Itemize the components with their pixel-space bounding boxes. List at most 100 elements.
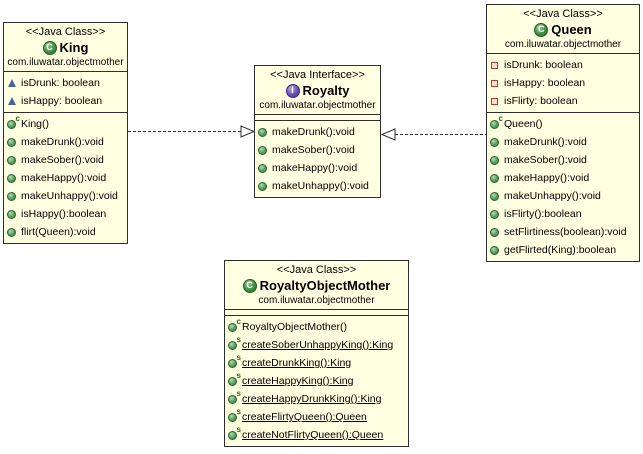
public-method-icon [490,244,501,256]
package-field-icon [7,77,18,89]
realization-arrow-queen-royalty [380,128,486,141]
member-label: makeSober():void [272,144,355,156]
member-row: makeHappy():void [487,169,639,187]
member-row: getFlirted(King):boolean [487,241,639,259]
member-label: makeSober():void [21,154,104,166]
member-label: makeUnhappy():void [21,190,118,202]
class-name-row: C King [6,39,125,56]
package-name: com.iluwatar.objectmother [259,100,376,111]
public-method-icon [490,190,501,202]
class-name: RoyaltyObjectMother [259,278,391,293]
static-method-icon: s [228,390,241,405]
interface-icon: I [285,83,300,98]
member-label: makeHappy():void [21,172,107,184]
member-label: isDrunk: boolean [21,77,100,89]
member-label: createHappyDrunkKing():King [242,393,382,405]
member-row: makeHappy():void [4,169,127,187]
class-box-royalty[interactable]: <<Java Interface>> I Royalty com.iluwata… [254,65,381,198]
member-label: isFlirty():boolean [504,208,582,220]
member-row: isFlirty():boolean [487,205,639,223]
member-row: makeDrunk():void [487,133,639,151]
realization-arrow-king-royalty [128,125,256,138]
private-field-icon [490,95,501,107]
stereotype-label: <<Java Interface>> [270,69,365,81]
member-label: isHappy: boolean [504,77,586,89]
member-label: createDrunkKing():King [242,357,352,369]
member-row: makeSober():void [487,151,639,169]
member-row: isHappy():boolean [4,205,127,223]
public-method-icon [7,226,18,238]
class-icon: C [534,22,549,37]
static-method-icon: s [228,408,241,423]
package-name: com.iluwatar.objectmother [258,295,375,306]
member-label: isDrunk: boolean [504,59,583,71]
member-label: RoyaltyObjectMother() [242,321,348,333]
public-method-icon [258,144,269,156]
member-label: makeDrunk():void [272,126,355,138]
member-row: makeUnhappy():void [487,187,639,205]
member-row: flirt(Queen):void [4,223,127,241]
member-label: flirt(Queen):void [21,226,96,238]
member-row: makeHappy():void [255,159,380,177]
member-row: makeSober():void [255,141,380,159]
class-name-row: C RoyaltyObjectMother [227,277,406,294]
public-method-icon [258,162,269,174]
constructor-icon: c [490,115,503,130]
member-row: setFlirtiness(boolean):void [487,223,639,241]
fields-compartment: isDrunk: boolean isHappy: boolean isFlirty… [487,53,639,112]
member-label: createHappyKing():King [242,375,354,387]
class-name-row: I Royalty [257,82,378,99]
member-label: makeSober():void [504,154,587,166]
member-label: Queen() [504,118,543,130]
package-name: com.iluwatar.objectmother [504,39,622,50]
member-label: createSoberUnhappyKing():King [242,339,394,351]
public-method-icon [7,172,18,184]
member-label: makeUnhappy():void [504,190,601,202]
class-header: <<Java Class>> C RoyaltyObjectMother com… [225,261,408,309]
public-method-icon [490,172,501,184]
member-row: makeUnhappy():void [4,187,127,205]
class-box-king[interactable]: <<Java Class>> C King com.iluwatar.objec… [3,22,128,244]
public-method-icon [490,208,501,220]
public-method-icon [490,154,501,166]
public-method-icon [490,136,501,148]
public-method-icon [258,180,269,192]
stereotype-label: <<Java Class>> [523,8,603,20]
member-label: makeDrunk():void [504,136,587,148]
member-row: isDrunk: boolean [487,56,639,74]
private-field-icon [490,59,501,71]
member-label: createNotFlirtyQueen():Queen [242,429,384,441]
fields-compartment [255,114,380,120]
member-label: isHappy: boolean [21,95,103,107]
member-label: getFlirted(King):boolean [504,244,617,256]
methods-compartment: makeDrunk():void makeSober():void makeHapp… [255,120,380,197]
public-method-icon [7,208,18,220]
member-label: isFlirty: boolean [504,95,578,107]
member-label: makeDrunk():void [21,136,104,148]
class-name-row: C Queen [489,21,637,38]
class-name: Queen [551,22,592,37]
class-icon: C [242,278,257,293]
private-field-icon [490,77,501,89]
member-row: makeDrunk():void [255,123,380,141]
class-box-queen[interactable]: <<Java Class>> C Queen com.iluwatar.obje… [486,4,640,262]
package-field-icon [7,95,18,107]
member-row: makeUnhappy():void [255,177,380,195]
class-header: <<Java Class>> C King com.iluwatar.objec… [4,23,127,71]
class-box-royalty-object-mother[interactable]: <<Java Class>> C RoyaltyObjectMother com… [224,260,409,447]
class-header: <<Java Interface>> I Royalty com.iluwata… [255,66,380,114]
public-method-icon [258,126,269,138]
member-row: isDrunk: boolean [4,74,127,92]
stereotype-label: <<Java Class>> [25,26,106,38]
